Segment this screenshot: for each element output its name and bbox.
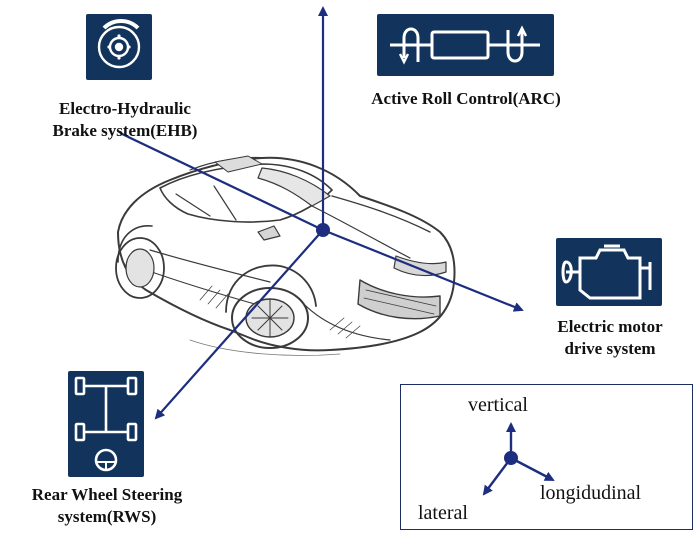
legend-longitudinal-label: longidudinal xyxy=(540,482,642,504)
steering-chassis-icon xyxy=(74,376,138,472)
motor-label: Electric motor drive system xyxy=(557,317,663,358)
axis-arrows xyxy=(119,6,524,420)
arrow-to-ehb xyxy=(119,132,324,231)
engine-motor-icon xyxy=(561,244,652,300)
brake-disc-icon xyxy=(97,18,141,69)
arrow-longitudinal xyxy=(322,228,524,312)
motor-icon-box xyxy=(556,238,662,306)
legend-lateral-label: lateral xyxy=(418,502,468,524)
axis-legend-box xyxy=(400,384,693,530)
arc-icon-box xyxy=(377,14,554,76)
legend-vertical-label: vertical xyxy=(468,394,528,416)
arrow-lateral xyxy=(154,229,324,420)
ehb-label: Electro-Hydraulic Brake system(EHB) xyxy=(52,99,198,140)
center-node xyxy=(316,223,330,237)
car-sketch xyxy=(115,155,456,356)
roll-control-icon xyxy=(390,25,540,65)
legend-center-node xyxy=(504,451,518,465)
arc-label: Active Roll Control(ARC) xyxy=(371,89,561,108)
rws-label: Rear Wheel Steering system(RWS) xyxy=(31,485,183,526)
